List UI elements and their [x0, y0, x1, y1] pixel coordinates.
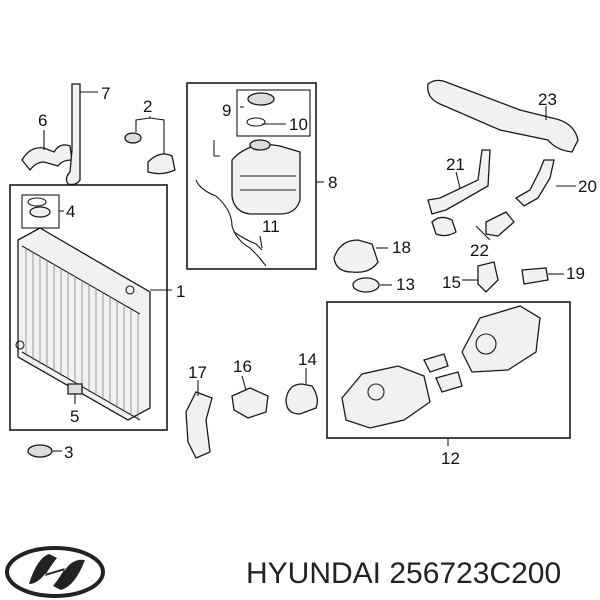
- reservoir-hose-part: [233, 231, 263, 251]
- thermostat-gasket-part: [285, 383, 318, 415]
- cap-bracket-part: [124, 117, 176, 175]
- hyundai-logo-icon: [5, 546, 105, 598]
- reservoir-cap-part: [246, 92, 275, 127]
- leader-lines: [43, 91, 576, 452]
- callout-12: 12: [441, 449, 460, 468]
- callout-16: 16: [233, 357, 252, 376]
- gasket-part: [477, 261, 499, 293]
- temp-sensor-part: [521, 267, 549, 285]
- callout-14: 14: [298, 350, 317, 369]
- callout-4: 4: [66, 202, 75, 221]
- radiator-group-box: [9, 184, 168, 431]
- thermostat-housing-assembly-part: [341, 305, 541, 429]
- drain-plug-part: [27, 444, 53, 458]
- thermostat-part: [231, 387, 269, 419]
- lower-hose-part: [21, 144, 73, 172]
- callout-22: 22: [470, 241, 489, 260]
- callout-15: 15: [442, 273, 461, 292]
- water-pipe-part: [427, 79, 579, 153]
- callout-8: 8: [328, 173, 337, 192]
- callout-11: 11: [262, 217, 280, 236]
- callout-3: 3: [64, 443, 73, 462]
- heater-pipe-part: [514, 159, 555, 207]
- gasket-kit-part: [27, 197, 51, 218]
- callout-20: 20: [578, 177, 597, 196]
- callout-1: 1: [176, 282, 185, 301]
- fitting-part: [431, 211, 515, 237]
- bypass-pipe-part: [427, 149, 491, 215]
- callout-19: 19: [566, 264, 585, 283]
- callout-18: 18: [392, 238, 411, 257]
- outlet-housing-part: [333, 239, 379, 273]
- reservoir-part: [195, 139, 301, 267]
- callout-17: 17: [188, 363, 207, 382]
- callout-7: 7: [101, 84, 110, 103]
- water-neck-part: [185, 391, 213, 459]
- plug-part: [67, 383, 83, 395]
- callout-9: 9: [222, 101, 231, 120]
- callout-13: 13: [396, 275, 415, 294]
- callout-21: 21: [446, 155, 465, 174]
- callout-5: 5: [70, 407, 79, 426]
- upper-hose-part: [65, 83, 81, 186]
- callout-2: 2: [143, 97, 152, 116]
- o-ring-part: [352, 277, 380, 293]
- reservoir-group-box: [186, 82, 317, 270]
- callout-10: 10: [289, 115, 308, 134]
- radiator-part: [15, 227, 151, 421]
- brand-part-number: HYUNDAI 256723C200: [246, 557, 561, 590]
- callout-23: 23: [538, 90, 557, 109]
- callout-6: 6: [38, 111, 47, 130]
- inner-cap-box: [236, 89, 311, 137]
